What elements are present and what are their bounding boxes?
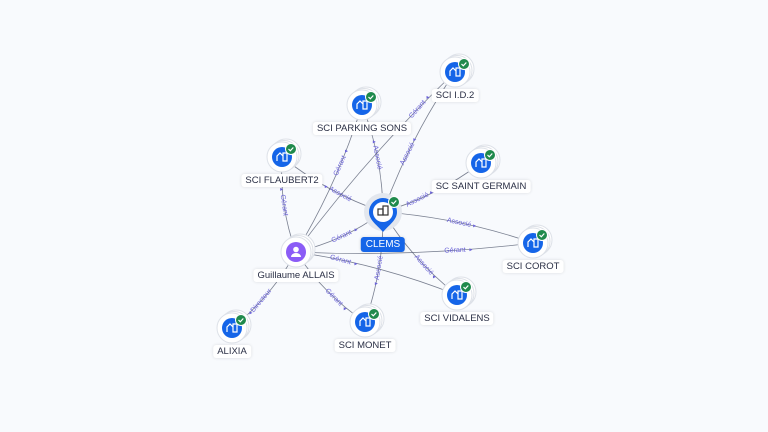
node-label-germain[interactable]: SC SAINT GERMAIN: [431, 180, 531, 193]
edge-arrow-icon: [374, 282, 378, 286]
edge-label: Gérant: [333, 155, 348, 177]
node-label-id2[interactable]: SCI I.D.2: [431, 89, 479, 102]
node-allais[interactable]: [280, 233, 316, 268]
node-vidalens[interactable]: [441, 276, 477, 311]
edge-arrow-icon: [343, 307, 347, 311]
person-icon: [291, 246, 301, 257]
node-id2[interactable]: [439, 53, 475, 88]
edge-label: Gérant: [279, 194, 289, 216]
edge-arrow-icon: [354, 228, 358, 232]
edge-label: Gérant: [331, 229, 353, 244]
edge-label: Associé: [446, 217, 472, 229]
verified-check-icon: [460, 281, 472, 293]
edge-arrow-icon: [249, 311, 253, 315]
edge-arrow-icon: [430, 191, 434, 195]
edge-clems-corot[interactable]: Associé: [382, 211, 534, 244]
nodes: [216, 53, 553, 344]
building-icon: [377, 205, 389, 216]
node-label-allais[interactable]: Guillaume ALLAIS: [253, 269, 339, 282]
edge-arrow-icon: [426, 95, 430, 99]
verified-check-icon: [365, 91, 377, 103]
verified-check-icon: [285, 143, 297, 155]
edge-label: Gérant: [329, 254, 352, 266]
edge-label: Gérant: [444, 247, 466, 255]
node-label-alixia[interactable]: ALIXIA: [213, 345, 251, 358]
edge-arrow-icon: [324, 185, 328, 189]
verified-check-icon: [458, 58, 470, 70]
edge-arrow-icon: [354, 262, 358, 266]
verified-check-icon: [235, 314, 247, 326]
node-monet[interactable]: [349, 303, 385, 338]
node-label-parking[interactable]: SCI PARKING SONS: [312, 122, 412, 135]
verified-check-icon: [484, 149, 496, 161]
edge-label: Gérant: [408, 99, 427, 120]
edge-label: Associé: [399, 141, 416, 166]
node-label-vidalens[interactable]: SCI VIDALENS: [420, 312, 494, 325]
node-corot[interactable]: [517, 224, 553, 259]
node-clems[interactable]: [364, 193, 402, 232]
edge-arrow-icon: [280, 187, 284, 191]
edge-label: Associé: [328, 186, 353, 204]
verified-check-icon: [536, 229, 548, 241]
edge-arrow-icon: [432, 275, 436, 279]
verified-check-icon: [388, 196, 400, 208]
edge-label: Associé: [413, 254, 435, 277]
edge-label: Associé: [374, 255, 385, 280]
edge-arrow-icon: [469, 248, 473, 252]
node-label-monet[interactable]: SCI MONET: [334, 339, 396, 352]
node-parking[interactable]: [346, 86, 382, 121]
node-germain[interactable]: [465, 144, 501, 179]
edge-label: Directeur: [250, 287, 274, 314]
edge-label: Associé: [405, 191, 430, 208]
node-label-clems[interactable]: CLEMS: [360, 237, 406, 252]
edge-label: Associé: [371, 145, 383, 171]
edge-label: Gérant: [324, 288, 344, 308]
node-label-flaubert[interactable]: SCI FLAUBERT2: [241, 174, 323, 187]
edge-allais-corot[interactable]: Gérant: [295, 242, 534, 255]
node-label-corot[interactable]: SCI COROT: [502, 260, 564, 273]
edge-arrow-icon: [372, 140, 376, 144]
edge-arrow-icon: [413, 138, 417, 142]
verified-check-icon: [368, 308, 380, 320]
node-flaubert[interactable]: [266, 138, 302, 173]
node-alixia[interactable]: [216, 309, 252, 344]
edge-arrow-icon: [473, 224, 477, 228]
edge-arrow-icon: [345, 149, 349, 153]
